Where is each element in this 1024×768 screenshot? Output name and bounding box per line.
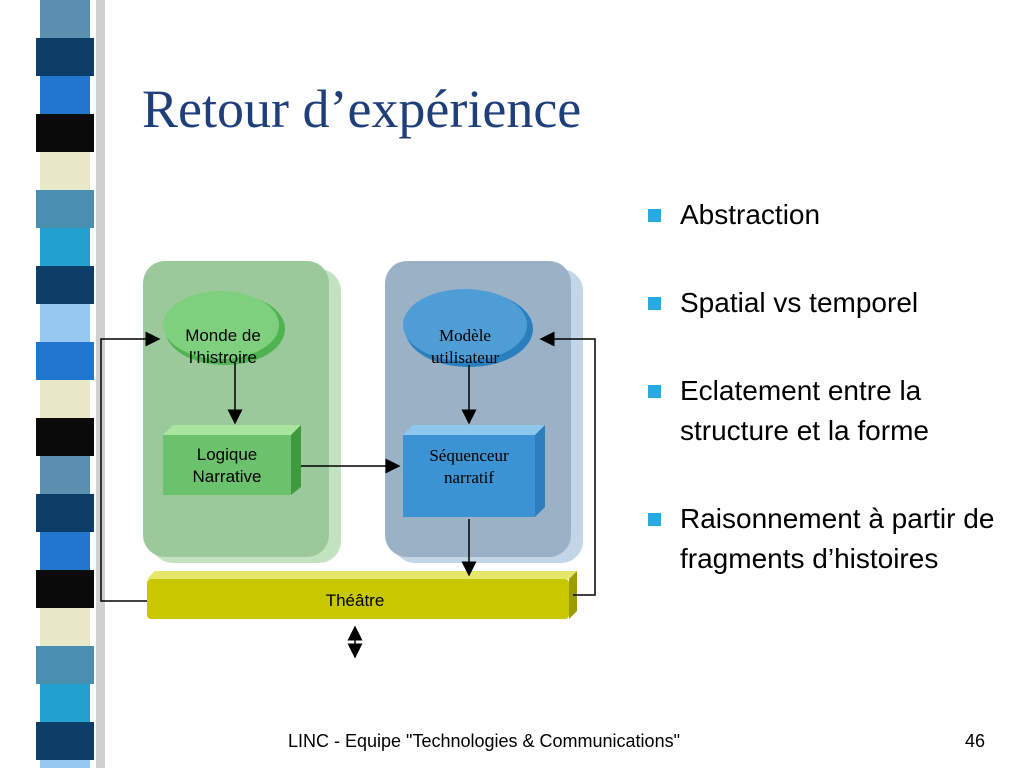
stripe-segment xyxy=(40,532,90,570)
square-bullet-icon xyxy=(648,385,661,398)
sequenceur-box xyxy=(403,425,545,517)
stripe-segment xyxy=(40,304,90,342)
stripe-segment xyxy=(36,722,94,760)
stripe-segment xyxy=(36,570,94,608)
bullet-item: Spatial vs temporel xyxy=(646,283,1006,323)
bullet-text: Spatial vs temporel xyxy=(680,287,919,318)
square-bullet-icon xyxy=(648,513,661,526)
stripe-segment xyxy=(36,266,94,304)
square-bullet-icon xyxy=(648,297,661,310)
footer-text: LINC - Equipe "Technologies & Communicat… xyxy=(288,731,680,751)
logique-box xyxy=(163,425,301,495)
bullet-text: Raisonnement à partir de fragments d’his… xyxy=(680,503,995,574)
monde-label: Monde de l’histroire xyxy=(185,326,261,367)
slide-title: Retour d’expérience xyxy=(142,79,582,139)
architecture-diagram: Monde de l’histroire Modèle utilisateur … xyxy=(95,255,615,665)
bullet-item: Raisonnement à partir de fragments d’his… xyxy=(646,499,1006,579)
bullet-list: Abstraction Spatial vs temporel Eclateme… xyxy=(646,195,1006,579)
sequenceur-label: Séquenceur narratif xyxy=(429,446,509,487)
stripe-segment xyxy=(40,228,90,266)
stripe-segment xyxy=(40,760,90,768)
bullet-text: Abstraction xyxy=(680,199,821,230)
modele-label: Modèle utilisateur xyxy=(431,326,499,367)
diagram-graphics xyxy=(100,261,596,659)
stripe-segment xyxy=(40,608,90,646)
stripe-segment xyxy=(36,190,94,228)
stripe-segment xyxy=(40,76,90,114)
theatre-label: Théâtre xyxy=(325,591,385,610)
page-number: 46 xyxy=(965,731,986,751)
square-bullet-icon xyxy=(648,209,661,222)
decorative-stripe xyxy=(36,0,105,768)
bullet-item: Eclatement entre la structure et la form… xyxy=(646,371,1006,451)
stripe-segment xyxy=(36,38,94,76)
logique-label: Logique Narrative xyxy=(192,445,262,486)
stripe-segment xyxy=(40,0,90,38)
stripe-segment xyxy=(36,646,94,684)
bullet-item: Abstraction xyxy=(646,195,1006,235)
stripe-segment xyxy=(40,684,90,722)
stripe-segment xyxy=(36,114,94,152)
bullet-text: Eclatement entre la structure et la form… xyxy=(680,375,929,446)
stripe-segment xyxy=(40,152,90,190)
stripe-segment xyxy=(40,456,90,494)
stripe-segment xyxy=(40,380,90,418)
stripe-segment xyxy=(36,418,94,456)
connector-arrows xyxy=(100,331,596,659)
stripe-segment xyxy=(36,342,94,380)
stripe-segment xyxy=(36,494,94,532)
